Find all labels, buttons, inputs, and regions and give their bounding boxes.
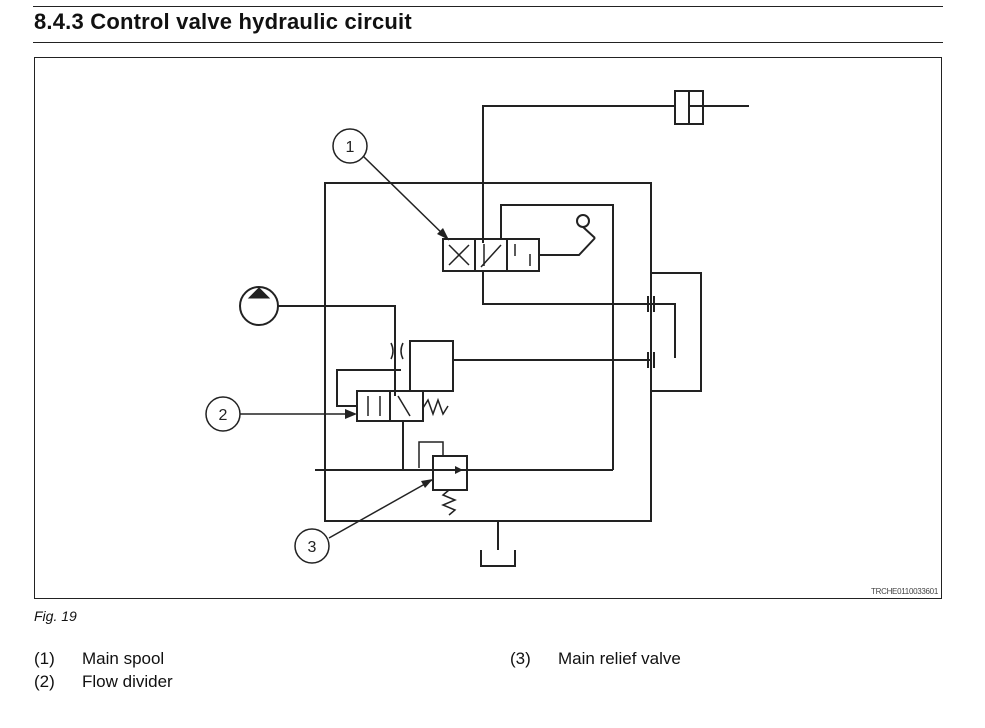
legend-label: Main relief valve bbox=[558, 649, 681, 668]
relief-feed-line bbox=[402, 421, 433, 471]
legend-item-3: (3) Main relief valve bbox=[510, 649, 681, 669]
pump-line bbox=[278, 305, 396, 396]
legend-item-1: (1) Main spool bbox=[34, 649, 164, 669]
callout-2-label: 2 bbox=[219, 407, 228, 424]
cylinder-symbol bbox=[674, 90, 749, 125]
spool-passage-inner bbox=[500, 204, 614, 470]
title-underline bbox=[33, 42, 943, 43]
callout-1-label: 1 bbox=[346, 139, 355, 156]
pump-symbol bbox=[239, 286, 279, 326]
figure-frame: 1 2 3 TRCHE0110033601 bbox=[34, 57, 942, 599]
legend-number: (3) bbox=[510, 649, 531, 668]
section-title: 8.4.3 Control valve hydraulic circuit bbox=[34, 9, 412, 34]
divider-loop-left bbox=[336, 369, 401, 407]
legend-number: (1) bbox=[34, 649, 55, 668]
orifice-symbol bbox=[390, 342, 404, 360]
hydraulic-circuit-diagram: 1 2 3 bbox=[205, 90, 749, 567]
main-spool-symbol bbox=[442, 214, 596, 272]
legend-number: (2) bbox=[34, 672, 55, 691]
figure-caption: Fig. 19 bbox=[34, 608, 77, 624]
tank-symbol bbox=[480, 550, 516, 567]
spool-passage-left bbox=[482, 271, 651, 305]
main-relief-valve-symbol bbox=[418, 441, 468, 516]
callout-1: 1 bbox=[332, 128, 368, 164]
figure-code: TRCHE0110033601 bbox=[871, 587, 938, 596]
valve-body-outline bbox=[324, 182, 652, 522]
legend-label: Main spool bbox=[82, 649, 165, 668]
callout-3-label: 3 bbox=[308, 539, 317, 556]
flow-divider-symbol bbox=[356, 390, 449, 422]
port-line-upper bbox=[613, 303, 676, 358]
top-rule bbox=[33, 6, 943, 7]
callout-3: 3 bbox=[294, 528, 330, 564]
legend-label: Flow divider bbox=[82, 672, 173, 691]
legend-item-2: (2) Flow divider bbox=[34, 672, 173, 692]
cylinder-line bbox=[482, 105, 675, 243]
divider-loop-right bbox=[409, 340, 454, 392]
callout-2: 2 bbox=[205, 396, 241, 432]
port-line-outer bbox=[651, 272, 702, 392]
